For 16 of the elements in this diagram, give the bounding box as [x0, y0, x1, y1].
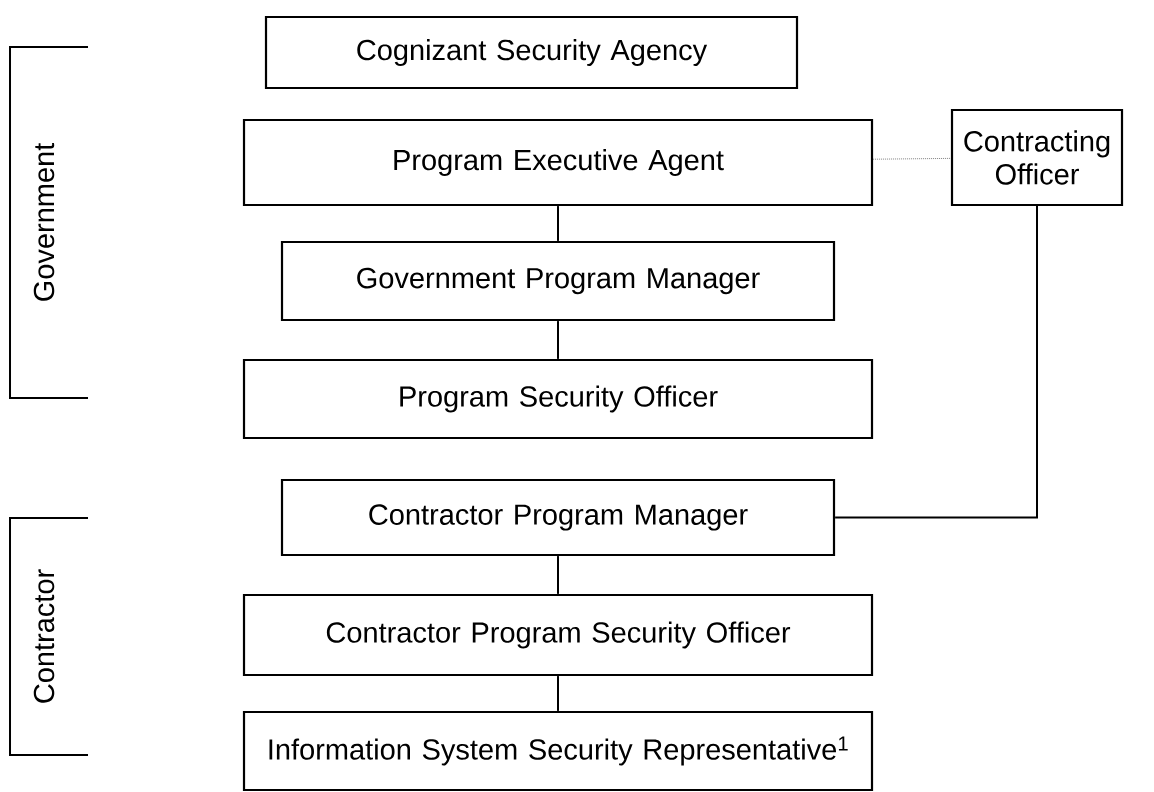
org-box: Government Program Manager — [280, 240, 836, 322]
connector-line — [557, 555, 559, 595]
org-box: Contractor Program Security Officer — [242, 593, 874, 677]
org-box: Program Security Officer — [242, 358, 874, 440]
connector-line — [872, 157, 952, 160]
group-label: Contractor — [33, 569, 55, 703]
connector-line — [834, 205, 1038, 519]
connector-line — [557, 675, 559, 712]
group-label: Government — [33, 142, 55, 301]
org-box: Contracting Officer — [950, 108, 1124, 207]
connector-line — [557, 205, 559, 242]
connector-line — [557, 320, 559, 360]
org-box: Contractor Program Manager — [280, 478, 836, 557]
org-box: Program Executive Agent — [242, 118, 874, 207]
org-box: Information System Security Representative$^{1}$ — [242, 710, 874, 792]
org-box: Cognizant Security Agency — [264, 15, 799, 90]
